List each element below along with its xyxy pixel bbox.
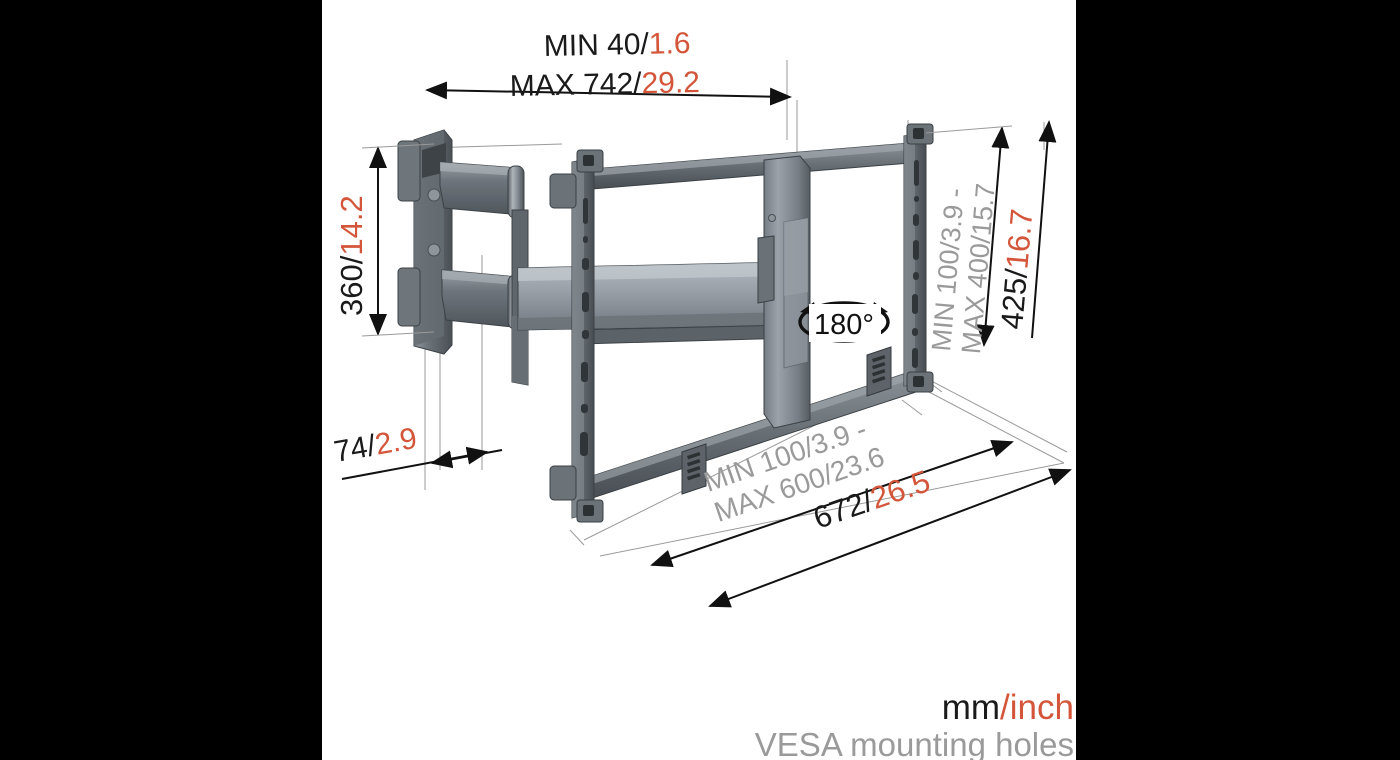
label-height-360: 360/14.2 [334, 195, 369, 316]
dimension-line-width-672 [650, 439, 1072, 608]
legend-sep: / [1000, 688, 1010, 727]
dimension-line-height-425 [925, 120, 1057, 347]
depth-max-inch: 29.2 [641, 66, 700, 100]
height-425-mm: 425 [994, 276, 1033, 331]
upper-arm [439, 161, 525, 219]
svg-text:74/2.9: 74/2.9 [331, 422, 419, 469]
dimension-line-height-left [361, 143, 435, 337]
depth-min-mm: MIN 40 [543, 28, 640, 63]
depth-min-sep: / [640, 28, 650, 61]
depth-74-mm: 74 [331, 431, 370, 469]
legend-mm: mm [942, 688, 1000, 727]
height-425-sep: / [999, 267, 1035, 279]
dimension-line-depth-top [425, 81, 792, 106]
svg-text:MAX 742/29.2: MAX 742/29.2 [509, 66, 700, 103]
technical-drawing: 180° MIN 40/1.6 MAX 742/29.2 360/14.2 [331, 27, 1074, 760]
center-tilt-plate [757, 155, 811, 429]
letterbox-right [1076, 0, 1400, 760]
units-legend: mm/inch VESA mounting holes [755, 688, 1074, 760]
svg-text:360/14.2: 360/14.2 [334, 195, 369, 316]
dimension-line-depth-74 [341, 446, 503, 480]
depth-74-inch: 2.9 [373, 422, 420, 462]
diagram-canvas: 180° MIN 40/1.6 MAX 742/29.2 360/14.2 [322, 0, 1076, 760]
bracket-right-strip [903, 123, 934, 393]
swivel-180-value: 180° [814, 309, 874, 341]
svg-text:mm/inch: mm/inch [942, 688, 1074, 727]
main-beam [517, 261, 793, 345]
label-depth-74: 74/2.9 [331, 422, 419, 469]
svg-text:425/16.7: 425/16.7 [994, 207, 1039, 330]
label-vesa-vertical: MIN 100/3.9 - MAX 400/15.7 [926, 182, 1001, 355]
depth-max-sep: / [633, 67, 643, 100]
depth-max-mm: MAX 742 [509, 67, 633, 103]
height-360-sep: / [334, 255, 369, 264]
height-425-inch: 16.7 [999, 207, 1039, 270]
legend-vesa: VESA mounting holes [755, 726, 1074, 760]
label-height-425: 425/16.7 [994, 207, 1039, 330]
svg-text:MIN 40/1.6: MIN 40/1.6 [543, 27, 690, 63]
label-depth-minmax: MIN 40/1.6 MAX 742/29.2 [509, 27, 700, 103]
height-360-inch: 14.2 [334, 195, 369, 255]
depth-min-inch: 1.6 [648, 27, 690, 61]
bracket-left-strip [549, 149, 604, 523]
legend-inch: inch [1010, 688, 1074, 727]
bracket-top-rail [579, 141, 923, 191]
letterbox-left [0, 0, 322, 760]
swivel-180-badge: 180° [798, 301, 890, 343]
height-360-mm: 360 [334, 264, 369, 316]
